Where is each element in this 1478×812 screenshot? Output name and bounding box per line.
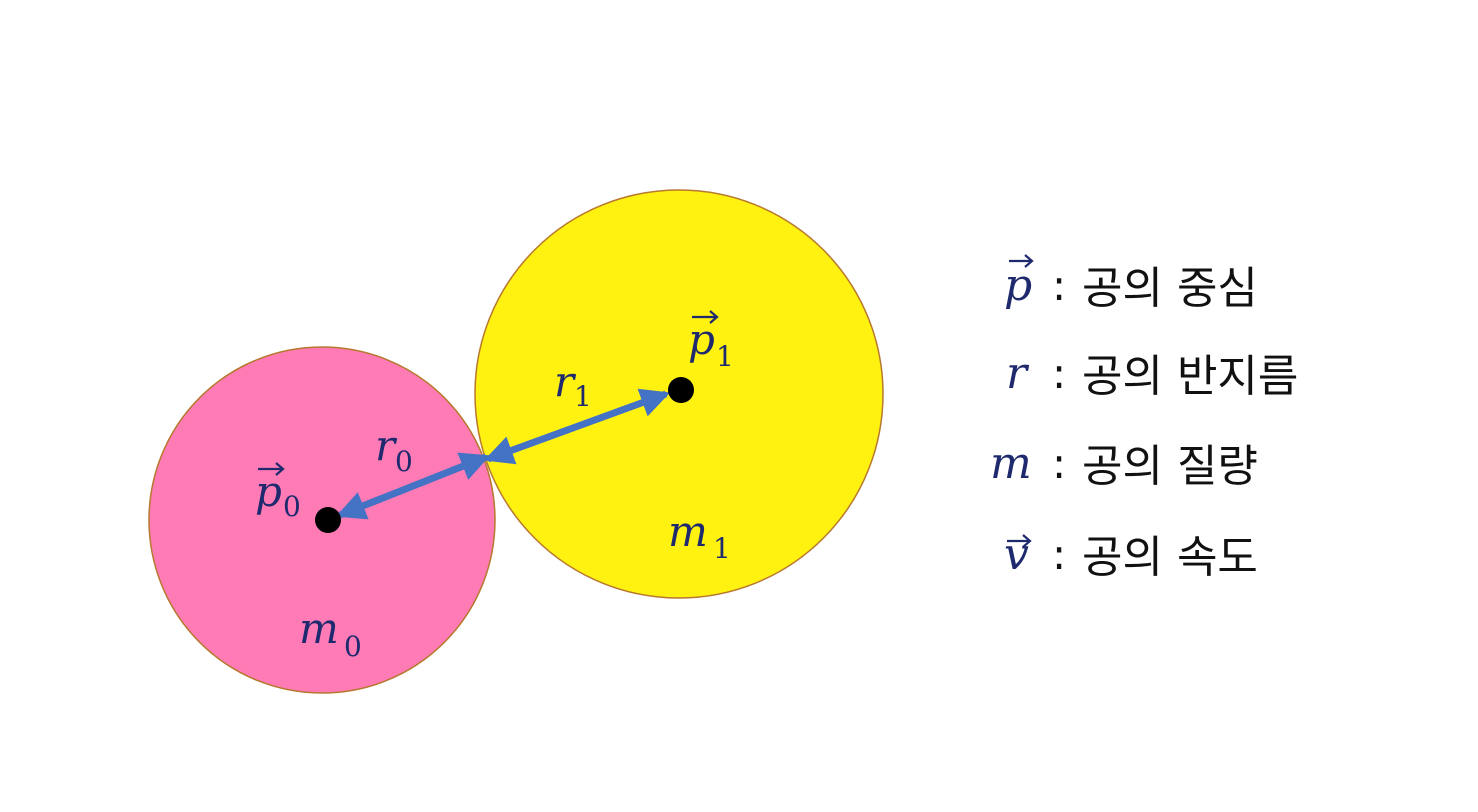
ball-0-center-dot (315, 507, 341, 533)
ball-1-radius-subscript: 1 (574, 380, 592, 413)
ball-0-mass-subscript: 0 (344, 630, 362, 663)
vector-arrow-icon (692, 310, 719, 324)
ball-1-center-label: p 1 (688, 310, 734, 373)
ball-1-radius-symbol: r (554, 357, 577, 406)
legend-item-mass: m : 공의 질량 (990, 438, 1258, 492)
vector-arrow-icon (1009, 254, 1034, 268)
ball-0-radius-label: r 0 (375, 421, 413, 478)
legend-text-mass: 공의 질량 (1082, 441, 1258, 492)
ball-0-radius-subscript: 0 (395, 445, 413, 478)
ball-1-mass-subscript: 1 (713, 532, 731, 565)
legend: p : 공의 중심 r : 공의 반지름 m : 공의 질량 v : 공의 속도 (990, 254, 1298, 583)
legend-item-velocity: v : 공의 속도 (1004, 529, 1258, 583)
ball-1-mass-symbol: m (668, 507, 708, 556)
legend-item-radius: r : 공의 반지름 (1006, 348, 1298, 402)
ball-0-mass-symbol: m (299, 604, 339, 653)
legend-symbol-r: r (1006, 348, 1030, 399)
legend-separator: : (1052, 349, 1066, 398)
legend-symbol-m: m (990, 438, 1032, 489)
ball-1-radius-label: r 1 (554, 357, 592, 413)
legend-text-center: 공의 중심 (1082, 263, 1258, 314)
ball-1-mass-label: m 1 (668, 507, 731, 565)
vector-arrow-icon (1007, 534, 1032, 548)
ball-1-center-dot (668, 377, 694, 403)
legend-separator: : (1052, 530, 1066, 579)
legend-text-radius: 공의 반지름 (1082, 351, 1298, 402)
legend-item-center: p : 공의 중심 (1004, 254, 1258, 314)
legend-separator: : (1052, 439, 1066, 488)
ball-0-mass-label: m 0 (299, 604, 362, 663)
ball-0-radius-symbol: r (375, 421, 398, 470)
ball-0-center-label: p 0 (255, 462, 301, 523)
ball-1-center-subscript: 1 (716, 340, 734, 373)
legend-symbol-p: p (1004, 260, 1032, 311)
legend-text-velocity: 공의 속도 (1082, 532, 1258, 583)
radius-1-arrow (483, 388, 671, 465)
vector-arrow-icon (258, 462, 285, 476)
ball-0-center-subscript: 0 (283, 490, 301, 523)
legend-separator: : (1052, 261, 1066, 310)
radius-0-arrow (335, 452, 491, 520)
